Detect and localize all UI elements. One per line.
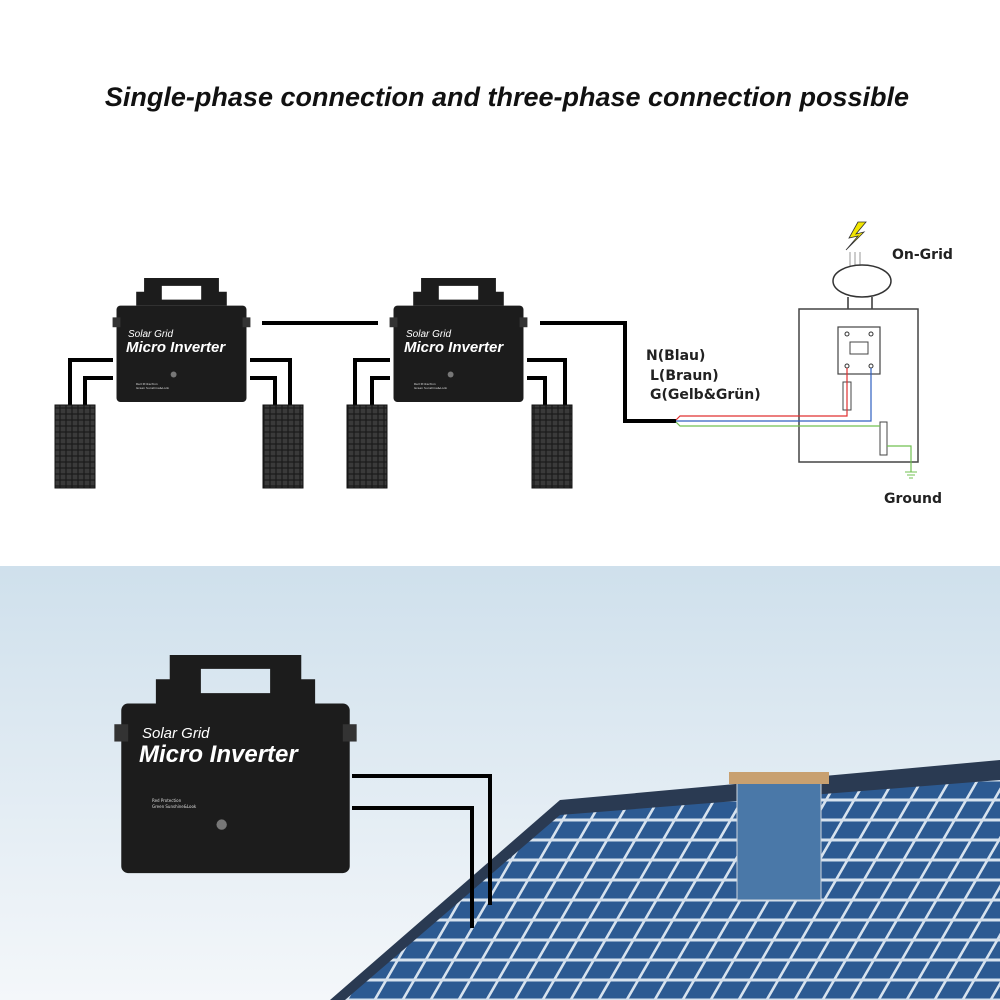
led-label: Green Sunshine&Look (136, 386, 169, 390)
brand-line: Solar Grid (128, 329, 173, 340)
ac-trunk-cable (540, 321, 676, 423)
neutral-wire (676, 368, 872, 422)
live-wire (675, 368, 848, 421)
roof-scene (0, 566, 1000, 1000)
distribution-box (675, 221, 919, 479)
roof-solar-panels (345, 780, 1000, 1000)
model-line: Micro Inverter (139, 741, 299, 768)
led-label: Green Sunshine&Look (414, 386, 447, 390)
grid-meter (832, 264, 892, 298)
ground-wire-label: G(Gelb&Grün) (650, 387, 761, 403)
micro-inverter: Solar Grid Micro Inverter Red Protection… (112, 278, 251, 403)
dc-cables (68, 358, 567, 405)
page-title: Single-phase connection and three-phase … (105, 82, 909, 112)
ground-label: Ground (884, 491, 942, 507)
led-label: Red Protection (414, 382, 436, 386)
brand-line: Solar Grid (142, 725, 210, 742)
ground-wire (675, 421, 912, 472)
led-label: Red Protection (152, 798, 182, 803)
solar-panel (531, 404, 573, 489)
live-label: L(Braun) (650, 368, 719, 384)
neutral-label: N(Blau) (646, 348, 705, 364)
ground-bar (879, 421, 888, 456)
on-grid-label: On-Grid (892, 247, 953, 263)
solar-panel (54, 404, 96, 489)
micro-inverter: Solar Grid Micro Inverter Red Protection… (389, 278, 528, 403)
model-line: Micro Inverter (404, 339, 504, 356)
chimney (736, 779, 822, 901)
led-label: Red Protection (136, 382, 158, 386)
lightning-icon (845, 221, 867, 251)
solar-panel (346, 404, 388, 489)
micro-inverter-large: Solar Grid Micro Inverter Red Protection… (114, 655, 357, 874)
model-line: Micro Inverter (126, 339, 226, 356)
brand-line: Solar Grid (406, 329, 451, 340)
solar-panel (262, 404, 304, 489)
led-label: Green Sunshine&Look (152, 804, 197, 809)
roof-cables (352, 774, 492, 928)
